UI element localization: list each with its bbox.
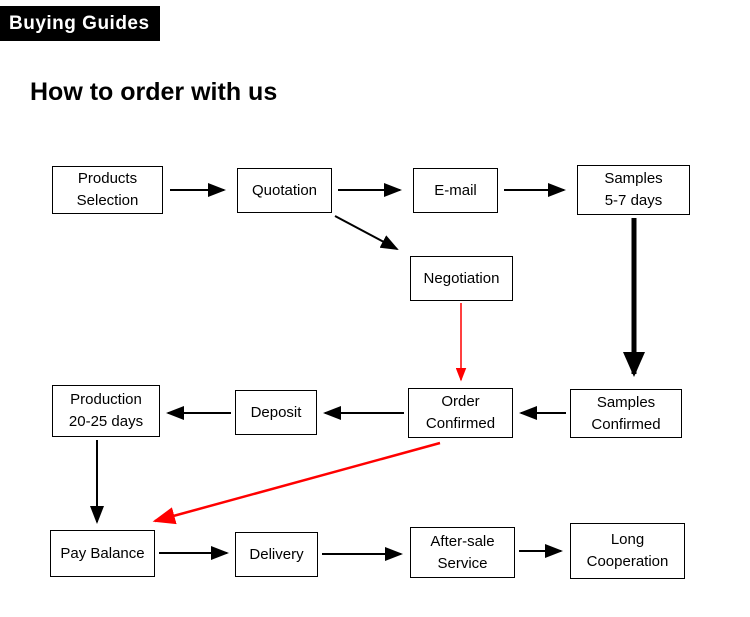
node-label-line: Products — [77, 170, 138, 187]
node-label-line: 20-25 days — [68, 413, 144, 430]
node-order-confirmed: Order Confirmed — [408, 388, 513, 438]
node-label-line: E-mail — [434, 181, 477, 199]
node-label-line: Delivery — [249, 545, 304, 563]
page-title: How to order with us — [30, 78, 278, 106]
node-label-line: Samples — [596, 393, 656, 411]
node-negotiation: Negotiation — [410, 256, 513, 301]
node-label-line: Deposit — [250, 403, 302, 421]
node-aftersale-service: After-sale Service — [410, 527, 515, 578]
node-label-line: Samples — [604, 170, 663, 187]
arrow-order-confirmed-to-pay-balance — [152, 441, 441, 525]
node-label-line: Confirmed — [591, 415, 661, 433]
buying-guides-badge: Buying Guides — [0, 6, 160, 41]
node-pay-balance: Pay Balance — [50, 530, 155, 577]
node-production: Production 20-25 days — [52, 385, 160, 437]
node-label-line: Cooperation — [586, 553, 669, 570]
node-label-line: Long — [610, 531, 645, 548]
node-label-line: Production — [70, 391, 142, 408]
node-label-line: Pay Balance — [60, 544, 145, 562]
node-samples-confirmed: Samples Confirmed — [570, 389, 682, 438]
node-quotation: Quotation — [237, 168, 332, 213]
node-label-line: After-sale — [430, 532, 495, 550]
node-label-line: 5-7 days — [604, 192, 663, 209]
node-delivery: Delivery — [235, 532, 318, 577]
node-deposit: Deposit — [235, 390, 317, 435]
arrow-quotation-to-negotiation — [334, 215, 399, 250]
node-label-line: Quotation — [251, 181, 318, 199]
node-samples: Samples 5-7 days — [577, 165, 690, 215]
node-label-line: Selection — [76, 192, 139, 209]
node-label-line: Negotiation — [423, 269, 500, 287]
node-email: E-mail — [413, 168, 498, 213]
node-label-line: Service — [437, 554, 488, 572]
node-label-line: Order — [441, 393, 480, 410]
node-products-selection: Products Selection — [52, 166, 163, 214]
node-long-cooperation: Long Cooperation — [570, 523, 685, 579]
node-label-line: Confirmed — [425, 415, 496, 432]
